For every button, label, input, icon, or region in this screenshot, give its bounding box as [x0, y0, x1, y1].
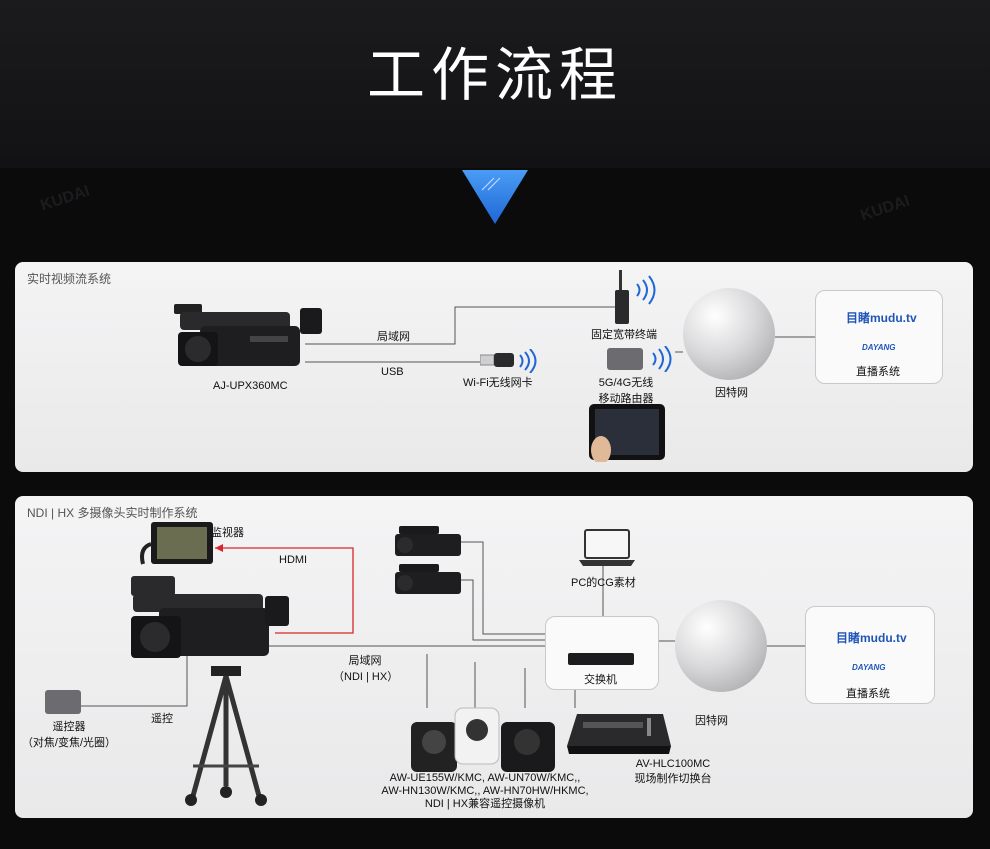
- live-system-label: 直播系统: [856, 366, 900, 378]
- ptz-label-line2: AW-HN130W/KMC,, AW-HN70HW/HKMC,: [381, 785, 589, 797]
- live-system-box: 目睹mudu.tv DAYANG 直播系统: [805, 606, 935, 704]
- pc-cg-label: PC的CG素材: [571, 577, 636, 589]
- switcher-label-line2: 现场制作切换台: [634, 773, 712, 785]
- laptop-icon: [579, 529, 635, 566]
- lan-label: 局域网 （NDI | HX）: [333, 652, 399, 684]
- remote-control-label: 遥控: [151, 713, 173, 725]
- camcorder-icon: [395, 526, 461, 556]
- internet-globe-icon: [675, 600, 767, 692]
- router-label: 5G/4G无线 移动路由器: [591, 374, 661, 406]
- wireless-signal-icon: [652, 346, 672, 372]
- multi-camera-panel: NDI | HX 多摄像头实时制作系统 监视器 HDMI: [15, 496, 973, 818]
- remote-controller-label: 遥控器 （对焦/变焦/光圈）: [17, 718, 121, 750]
- down-arrow-icon: [462, 170, 528, 224]
- network-switch-icon: [568, 653, 634, 665]
- network-switch-box: 交换机: [545, 616, 659, 690]
- lan-label: 局域网: [377, 331, 410, 343]
- internet-globe-icon: [683, 288, 775, 380]
- usb-label: USB: [381, 366, 404, 378]
- page-title: 工作流程: [366, 41, 623, 109]
- tablet-icon: [589, 404, 665, 462]
- live-switcher-icon: [567, 714, 671, 754]
- ptz-label-line1: AW-UE155W/KMC, AW-UN70W/KMC,,: [389, 772, 581, 784]
- router-icon: [607, 348, 643, 370]
- panel-label: 实时视频流系统: [27, 272, 112, 286]
- live-system-box: 目睹mudu.tv DAYANG 直播系统: [815, 290, 943, 384]
- camcorder-icon: [395, 564, 461, 594]
- header-band: [0, 0, 990, 168]
- broadband-label: 固定宽带终端: [591, 329, 657, 341]
- ptz-label-line3: NDI | HX兼容遥控摄像机: [424, 798, 546, 810]
- live-stream-panel: 实时视频流系统 AJ-UPX360MC 局域网 USB Wi-Fi无线网卡: [15, 262, 973, 472]
- lan-label-line1: 局域网: [348, 655, 382, 667]
- broadband-terminal-icon: [615, 270, 656, 324]
- monitor-icon: [140, 522, 213, 565]
- watermark: KUDAI: [858, 192, 912, 225]
- switch-label: 交换机: [584, 674, 617, 686]
- connection-lines: [305, 306, 815, 363]
- internet-label: 因特网: [715, 387, 748, 399]
- mudu-logo: 目睹mudu.tv: [836, 631, 907, 645]
- camcorder-icon: [131, 576, 289, 658]
- switcher-label: AV-HLC100MC 现场制作切换台: [623, 758, 723, 786]
- wifi-card-label: Wi-Fi无线网卡: [463, 377, 533, 389]
- watermark: KUDAI: [38, 182, 92, 215]
- router-label-line2: 移动路由器: [598, 393, 654, 405]
- dayang-logo: DAYANG: [852, 663, 886, 672]
- router-label-line1: 5G/4G无线: [598, 377, 654, 389]
- hdmi-label: HDMI: [279, 554, 308, 566]
- monitor-label: 监视器: [211, 527, 244, 539]
- tripod-icon: [185, 666, 267, 806]
- panel-label: NDI | HX 多摄像头实时制作系统: [27, 506, 198, 520]
- mudu-logo: 目睹mudu.tv: [846, 311, 917, 325]
- ptz-camera-icon: [411, 707, 555, 772]
- camcorder-icon: [174, 304, 322, 366]
- live-system-label: 直播系统: [846, 688, 890, 700]
- camera-label: AJ-UPX360MC: [213, 380, 288, 392]
- switcher-label-line1: AV-HLC100MC: [635, 758, 711, 770]
- dayang-logo: DAYANG: [862, 343, 896, 352]
- remote-label-line2: （对焦/变焦/光圈）: [21, 737, 117, 749]
- usb-wifi-dongle-icon: [480, 349, 537, 373]
- remote-controller-icon: [45, 690, 81, 714]
- remote-label-line1: 遥控器: [52, 721, 86, 733]
- lan-label-line2: （NDI | HX）: [333, 671, 399, 683]
- internet-label: 因特网: [695, 715, 728, 727]
- ptz-camera-label: AW-UE155W/KMC, AW-UN70W/KMC,, AW-HN130W/…: [365, 772, 605, 811]
